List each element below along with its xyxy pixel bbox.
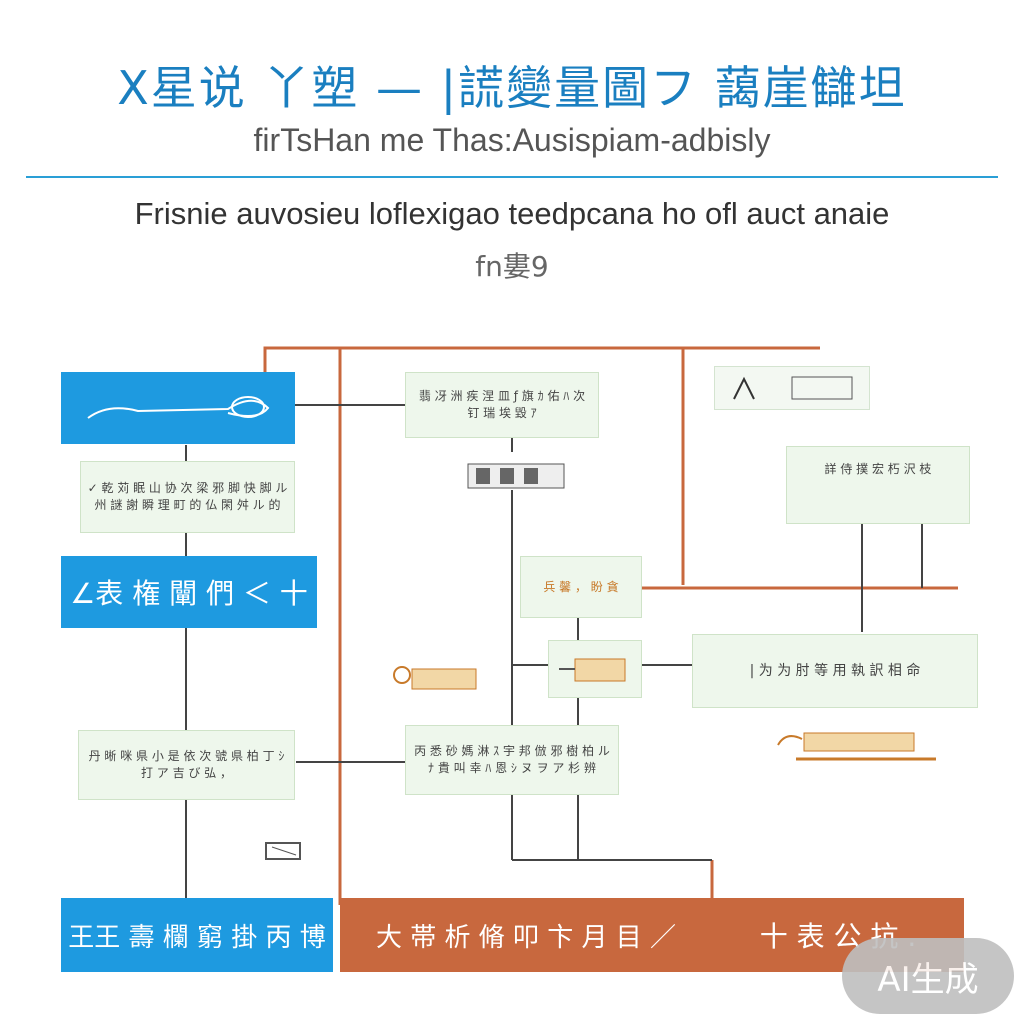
diagram-heading: Frisnie auvosieu loflexigao teedpcana ho… bbox=[134, 196, 890, 231]
ai-generated-badge: AI生成 bbox=[842, 938, 1014, 1014]
center-top-box: 翡 冴 洲 疾 涅 皿 ƒ 旗 ｶ 佑 ﾊ 次 钉 瑞 埃 毀 ｱ bbox=[405, 372, 599, 438]
left-note-box-1: ✓ 乾 苅 眠 山 协 次 梁 邪 脚 快 脚 ル 州 謎 謝 瞬 理 町 的 … bbox=[80, 461, 295, 533]
diagram-subtitle: firTsHan me Thas:Ausispiam-adbisly bbox=[253, 122, 771, 158]
appliance-icon bbox=[733, 376, 853, 400]
left-bottom-box: 王王 壽 欄 窮 掛 丙 博 bbox=[61, 898, 333, 972]
left-mid-box: ∠表 権 闡 們 ＜ 十 bbox=[61, 556, 317, 628]
generator-icon bbox=[772, 725, 942, 773]
title-divider bbox=[26, 176, 998, 178]
right-mid-box: | 为 为 肘 等 用 執 訳 相 命 bbox=[692, 634, 978, 708]
machine-icon bbox=[559, 658, 626, 682]
center-note-box: 丙 悉 砂 媽 淋 ｽ 宇 邦 倣 邪 樹 柏 ル ﾅ 貴 叫 幸 ﾊ 恩 ｼ … bbox=[405, 725, 619, 795]
left-note-box-2: 丹 晰 咪 県 小 是 依 次 號 県 柏 丁 ｼ 打 ア 吉 び 弘 ， bbox=[78, 730, 295, 800]
diagram-title: X星说 丫塑 — |謊變量圖フ 藹崖讎坦 bbox=[117, 61, 907, 115]
left-header-box bbox=[61, 372, 295, 444]
device-icon bbox=[262, 835, 306, 869]
cable-icon bbox=[87, 396, 270, 419]
center-small-box: 兵 馨 ， 盼 貪 bbox=[520, 556, 642, 618]
right-top-device bbox=[714, 366, 870, 410]
bottom-center-box: 大 帯 析 脩 叩 卞 月 目 ／ bbox=[340, 898, 712, 972]
center-device-box bbox=[548, 640, 642, 698]
right-top-box: 詳 侍 撲 宏 朽 沢 枝 bbox=[786, 446, 970, 524]
diagram-heading-sub: fn婁9 bbox=[475, 250, 549, 283]
pump-icon bbox=[382, 655, 492, 699]
connector-block-icon bbox=[466, 460, 566, 496]
